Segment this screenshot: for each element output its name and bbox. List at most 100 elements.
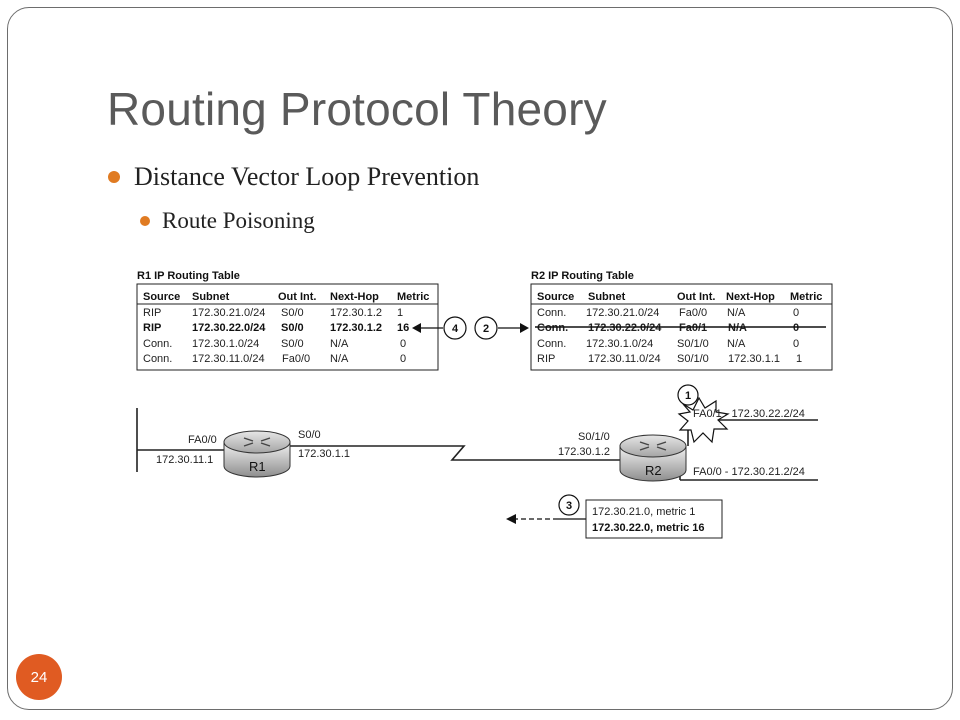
step-3-marker: [558, 494, 580, 516]
r1-col-outint: Out Int.: [278, 291, 317, 303]
r2-col-subnet: Subnet: [588, 291, 626, 303]
r1-name: R1: [249, 459, 266, 474]
router-r1-icon: [223, 430, 291, 478]
r1-cell: 0: [400, 338, 406, 350]
r1-cell: 172.30.1.0/24: [192, 338, 259, 350]
r1-cell: S0/0: [281, 338, 304, 350]
r2-table-caption: R2 IP Routing Table: [531, 270, 634, 282]
r1-col-subnet: Subnet: [192, 291, 230, 303]
r2-cell: S0/1/0: [677, 338, 709, 350]
r1-wan-ip: 172.30.1.1: [298, 448, 350, 460]
r2-cell: Fa0/1: [679, 322, 707, 334]
r2-row-2: Conn. 172.30.1.0/24 S0/1/0 N/A 0: [537, 338, 799, 350]
r1-table-header: Source Subnet Out Int. Next-Hop Metric: [143, 291, 429, 303]
r2-col-metric: Metric: [790, 291, 822, 303]
r1-cell: 172.30.1.2: [330, 307, 382, 319]
router-r2-icon: [619, 434, 687, 482]
step-3-label: 3: [566, 500, 572, 512]
bullet-dot: [140, 215, 150, 226]
r1-cell: S0/0: [281, 307, 304, 319]
slide-title: Routing Protocol Theory: [107, 83, 607, 135]
step-2-marker: [474, 316, 498, 340]
r2-cell: Fa0/0: [679, 307, 707, 319]
step-4-marker: [443, 316, 467, 340]
step-1-label: 1: [685, 390, 691, 402]
arrowhead-icon: [520, 323, 529, 333]
r2-row-3: RIP 172.30.11.0/24 S0/1/0 172.30.1.1 1: [537, 353, 802, 365]
r1-col-nexthop: Next-Hop: [330, 291, 379, 303]
r1-cell: 1: [397, 307, 403, 319]
r1-cell: N/A: [330, 338, 349, 350]
r1-cell: 172.30.22.0/24: [192, 322, 266, 334]
r2-cell: 172.30.22.0/24: [588, 322, 662, 334]
r1-col-metric: Metric: [397, 291, 429, 303]
r2-wan-ip: 172.30.1.2: [558, 446, 610, 458]
r1-col-source: Source: [143, 291, 180, 303]
r2-row-0: Conn. 172.30.21.0/24 Fa0/0 N/A 0: [537, 307, 799, 319]
r2-cell: 172.30.11.0/24: [588, 353, 661, 365]
r2-cell: S0/1/0: [677, 353, 709, 365]
r2-wan-interface: S0/1/0: [578, 431, 610, 443]
r1-lan-interface: FA0/0: [188, 434, 217, 446]
r1-cell: Conn.: [143, 338, 172, 350]
step-2-label: 2: [483, 323, 489, 335]
update-box: [585, 499, 723, 539]
r1-cell: N/A: [330, 353, 349, 365]
r1-cell: S0/0: [281, 322, 304, 334]
r2-cell: N/A: [727, 338, 746, 350]
r1-cell: 0: [400, 353, 406, 365]
r2-cell: 172.30.1.0/24: [586, 338, 653, 350]
r2-lan1-label: FA0/1 - 172.30.22.2/24: [693, 408, 805, 420]
r2-col-source: Source: [537, 291, 574, 303]
r2-cell: 172.30.1.1: [728, 353, 780, 365]
r2-lan0-label: FA0/0 - 172.30.21.2/24: [693, 466, 805, 478]
serial-link: [288, 445, 620, 461]
r1-row-1-bold: RIP 172.30.22.0/24 S0/0 172.30.1.2 16: [143, 322, 409, 334]
r1-cell: Fa0/0: [282, 353, 310, 365]
r2-cell: 0: [793, 307, 799, 319]
r2-cell: N/A: [728, 322, 747, 334]
arrowhead-icon: [506, 514, 516, 524]
r2-cell: 1: [796, 353, 802, 365]
update-line-1: 172.30.21.0, metric 1: [592, 506, 695, 518]
r2-cell: Conn.: [537, 307, 566, 319]
r2-cell: 0: [793, 338, 799, 350]
update-line-2: 172.30.22.0, metric 16: [592, 522, 705, 534]
r1-cell: 172.30.1.2: [330, 322, 382, 334]
r2-col-nexthop: Next-Hop: [726, 291, 775, 303]
bullet-level-2: Route Poisoning: [140, 208, 315, 234]
r1-table-caption: R1 IP Routing Table: [137, 270, 240, 282]
r1-cell: RIP: [143, 307, 161, 319]
page-number-badge: 24: [16, 654, 62, 700]
r1-table-border: [136, 283, 439, 371]
r1-row-3: Conn. 172.30.11.0/24 Fa0/0 N/A 0: [143, 353, 406, 365]
r2-cell: Conn.: [537, 322, 568, 334]
r1-wan-interface: S0/0: [298, 429, 321, 441]
r2-cell: 172.30.21.0/24: [586, 307, 659, 319]
r1-cell: 172.30.11.0/24: [192, 353, 265, 365]
step-4-label: 4: [452, 323, 459, 335]
r1-cell: 172.30.21.0/24: [192, 307, 265, 319]
bullet-text: Distance Vector Loop Prevention: [134, 162, 480, 191]
r1-cell: Conn.: [143, 353, 172, 365]
r1-cell: 16: [397, 322, 409, 334]
r1-row-2: Conn. 172.30.1.0/24 S0/0 N/A 0: [143, 338, 406, 350]
r2-col-outint: Out Int.: [677, 291, 716, 303]
r2-cell: N/A: [727, 307, 746, 319]
r1-lan-ip: 172.30.11.1: [156, 454, 213, 466]
r2-cell: Conn.: [537, 338, 566, 350]
r1-row-0: RIP 172.30.21.0/24 S0/0 172.30.1.2 1: [143, 307, 403, 319]
arrowhead-icon: [412, 323, 421, 333]
r2-table-header: Source Subnet Out Int. Next-Hop Metric: [537, 291, 822, 303]
r2-cell: 0: [793, 322, 799, 334]
bullet-level-1: Distance Vector Loop Prevention: [108, 162, 479, 192]
link-failure-burst-icon: [677, 396, 730, 444]
page-number: 24: [30, 668, 48, 686]
r2-name: R2: [645, 463, 662, 478]
bullet-text: Route Poisoning: [162, 208, 315, 233]
bullet-dot: [108, 171, 120, 184]
step-1-marker: [677, 384, 699, 406]
r2-row-1-struck: Conn. 172.30.22.0/24 Fa0/1 N/A 0: [537, 322, 799, 334]
r1-cell: RIP: [143, 322, 161, 334]
